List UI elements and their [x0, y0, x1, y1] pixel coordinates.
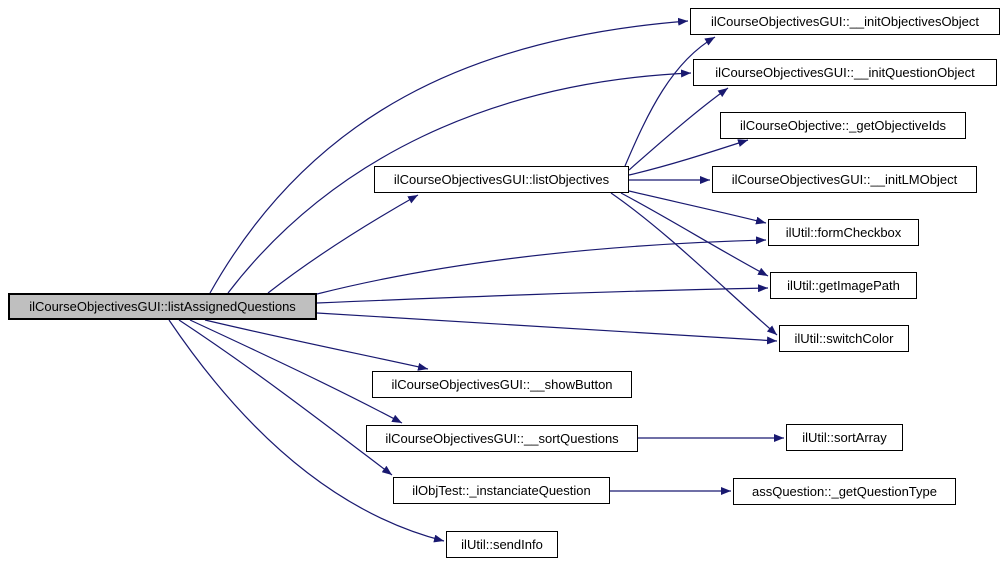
node-sort-questions[interactable]: ilCourseObjectivesGUI::__sortQuestions — [366, 425, 638, 452]
node-sort-array[interactable]: ilUtil::sortArray — [786, 424, 903, 451]
node-get-objective-ids[interactable]: ilCourseObjective::_getObjectiveIds — [720, 112, 966, 139]
edge-listAssignedQuestions-formCheckbox — [316, 236, 767, 295]
edge-listObjectives-initObjectivesObject — [624, 36, 716, 167]
edge-listAssignedQuestions-switchColor — [316, 312, 778, 345]
node-form-checkbox[interactable]: ilUtil::formCheckbox — [768, 219, 919, 246]
edge-listAssignedQuestions-initQuestionObject — [227, 69, 692, 294]
node-init-lm-object[interactable]: ilCourseObjectivesGUI::__initLMObject — [712, 166, 977, 193]
node-send-info[interactable]: ilUtil::sendInfo — [446, 531, 558, 558]
edge-listAssignedQuestions-listObjectives — [267, 194, 419, 294]
node-list-objectives[interactable]: ilCourseObjectivesGUI::listObjectives — [374, 166, 629, 193]
node-show-button[interactable]: ilCourseObjectivesGUI::__showButton — [372, 371, 632, 398]
node-instanciate-question[interactable]: ilObjTest::_instanciateQuestion — [393, 477, 610, 504]
edge-listAssignedQuestions-sendInfo — [168, 319, 445, 543]
edge-listObjectives-getObjectiveIds — [628, 139, 749, 176]
edge-listAssignedQuestions-getImagePath — [316, 284, 769, 304]
node-switch-color[interactable]: ilUtil::switchColor — [779, 325, 909, 352]
edge-listAssignedQuestions-initObjectivesObject — [209, 17, 689, 294]
edge-listAssignedQuestions-showButton — [204, 319, 429, 371]
edge-listObjectives-formCheckbox — [628, 190, 767, 225]
edge-listAssignedQuestions-sortQuestions — [189, 319, 403, 424]
edge-listObjectives-switchColor — [610, 192, 778, 336]
node-list-assigned-questions: ilCourseObjectivesGUI::listAssignedQuest… — [8, 293, 317, 320]
node-init-objectives-object[interactable]: ilCourseObjectivesGUI::__initObjectivesO… — [690, 8, 1000, 35]
node-get-image-path[interactable]: ilUtil::getImagePath — [770, 272, 917, 299]
node-init-question-object[interactable]: ilCourseObjectivesGUI::__initQuestionObj… — [693, 59, 997, 86]
node-get-question-type[interactable]: assQuestion::_getQuestionType — [733, 478, 956, 505]
edge-listObjectives-getImagePath — [620, 192, 769, 277]
edge-listObjectives-initQuestionObject — [628, 87, 729, 171]
edge-listAssignedQuestions-instanciateQuestion — [178, 319, 393, 476]
